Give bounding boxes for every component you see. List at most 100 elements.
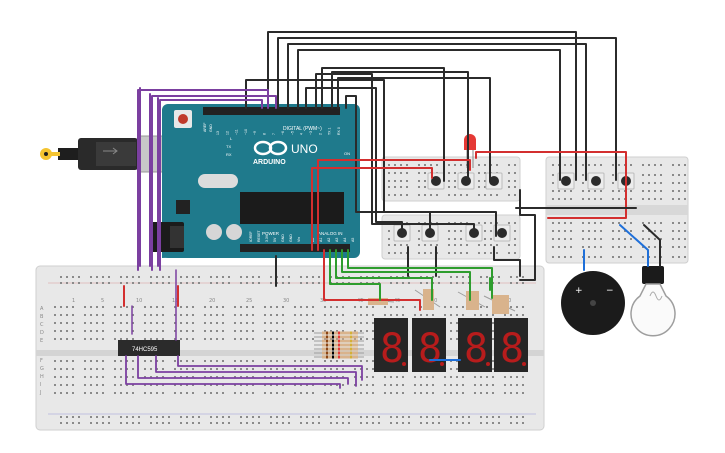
breadboard-hole[interactable] — [432, 384, 434, 386]
breadboard-hole[interactable] — [240, 330, 242, 332]
breadboard-hole[interactable] — [312, 416, 314, 418]
breadboard-hole[interactable] — [478, 252, 480, 254]
breadboard-hole[interactable] — [360, 330, 362, 332]
breadboard-hole[interactable] — [126, 422, 128, 424]
breadboard-hole[interactable] — [492, 416, 494, 418]
breadboard-hole[interactable] — [294, 384, 296, 386]
breadboard-hole[interactable] — [90, 306, 92, 308]
breadboard-hole[interactable] — [198, 276, 200, 278]
breadboard-hole[interactable] — [78, 416, 80, 418]
breadboard-hole[interactable] — [564, 230, 566, 232]
breadboard-hole[interactable] — [418, 180, 420, 182]
breadboard-hole[interactable] — [192, 384, 194, 386]
breadboard-hole[interactable] — [66, 384, 68, 386]
breadboard-hole[interactable] — [264, 376, 266, 378]
breadboard-hole[interactable] — [234, 314, 236, 316]
breadboard-hole[interactable] — [120, 338, 122, 340]
breadboard-hole[interactable] — [354, 322, 356, 324]
breadboard-hole[interactable] — [514, 180, 516, 182]
breadboard-hole[interactable] — [264, 368, 266, 370]
breadboard-hole[interactable] — [552, 256, 554, 258]
breadboard-hole[interactable] — [78, 282, 80, 284]
wire[interactable] — [287, 43, 587, 181]
breadboard-hole[interactable] — [660, 164, 662, 166]
breadboard-hole[interactable] — [240, 376, 242, 378]
breadboard-hole[interactable] — [228, 416, 230, 418]
breadboard-hole[interactable] — [240, 276, 242, 278]
breadboard-hole[interactable] — [384, 306, 386, 308]
breadboard-hole[interactable] — [612, 190, 614, 192]
wire[interactable] — [125, 355, 341, 389]
breadboard-hole[interactable] — [484, 180, 486, 182]
breadboard-hole[interactable] — [388, 186, 390, 188]
breadboard-hole[interactable] — [384, 384, 386, 386]
breadboard-hole[interactable] — [420, 416, 422, 418]
breadboard-hole[interactable] — [378, 422, 380, 424]
breadboard-hole[interactable] — [270, 276, 272, 278]
breadboard-hole[interactable] — [222, 314, 224, 316]
breadboard-hole[interactable] — [324, 322, 326, 324]
breadboard-hole[interactable] — [66, 392, 68, 394]
breadboard-hole[interactable] — [480, 282, 482, 284]
breadboard-hole[interactable] — [132, 276, 134, 278]
breadboard-hole[interactable] — [72, 330, 74, 332]
breadboard-hole[interactable] — [406, 244, 408, 246]
breadboard-hole[interactable] — [132, 306, 134, 308]
breadboard-hole[interactable] — [108, 276, 110, 278]
breadboard-hole[interactable] — [96, 322, 98, 324]
breadboard-hole[interactable] — [222, 392, 224, 394]
breadboard-hole[interactable] — [450, 322, 452, 324]
breadboard-hole[interactable] — [480, 422, 482, 424]
seven-segment-digit[interactable]: 8 — [494, 318, 528, 372]
breadboard-hole[interactable] — [102, 376, 104, 378]
breadboard-hole[interactable] — [102, 360, 104, 362]
breadboard-hole[interactable] — [484, 194, 486, 196]
breadboard-hole[interactable] — [448, 244, 450, 246]
breadboard-hole[interactable] — [276, 384, 278, 386]
breadboard-hole[interactable] — [246, 338, 248, 340]
breadboard-hole[interactable] — [96, 338, 98, 340]
breadboard-hole[interactable] — [514, 222, 516, 224]
breadboard-hole[interactable] — [552, 222, 554, 224]
breadboard-hole[interactable] — [228, 276, 230, 278]
breadboard-hole[interactable] — [654, 190, 656, 192]
breadboard-hole[interactable] — [450, 422, 452, 424]
breadboard-hole[interactable] — [600, 238, 602, 240]
breadboard-hole[interactable] — [240, 416, 242, 418]
breadboard-hole[interactable] — [390, 392, 392, 394]
breadboard-hole[interactable] — [516, 376, 518, 378]
breadboard-hole[interactable] — [210, 422, 212, 424]
breadboard-hole[interactable] — [162, 276, 164, 278]
breadboard-hole[interactable] — [570, 190, 572, 192]
breadboard-hole[interactable] — [672, 190, 674, 192]
breadboard-hole[interactable] — [486, 422, 488, 424]
breadboard-hole[interactable] — [588, 164, 590, 166]
breadboard-hole[interactable] — [514, 244, 516, 246]
breadboard-hole[interactable] — [426, 282, 428, 284]
breadboard-hole[interactable] — [424, 172, 426, 174]
breadboard-hole[interactable] — [522, 416, 524, 418]
breadboard-hole[interactable] — [430, 244, 432, 246]
breadboard-hole[interactable] — [60, 282, 62, 284]
breadboard-hole[interactable] — [162, 330, 164, 332]
breadboard-hole[interactable] — [612, 256, 614, 258]
breadboard-hole[interactable] — [444, 384, 446, 386]
breadboard-hole[interactable] — [114, 330, 116, 332]
breadboard-hole[interactable] — [552, 182, 554, 184]
breadboard-hole[interactable] — [514, 252, 516, 254]
breadboard-hole[interactable] — [400, 180, 402, 182]
breadboard-hole[interactable] — [306, 376, 308, 378]
breadboard-hole[interactable] — [246, 282, 248, 284]
breadboard-hole[interactable] — [156, 314, 158, 316]
breadboard-hole[interactable] — [90, 338, 92, 340]
breadboard-hole[interactable] — [484, 164, 486, 166]
breadboard-hole[interactable] — [354, 314, 356, 316]
breadboard-hole[interactable] — [564, 238, 566, 240]
breadboard-hole[interactable] — [210, 322, 212, 324]
breadboard-hole[interactable] — [354, 368, 356, 370]
breadboard-hole[interactable] — [318, 276, 320, 278]
breadboard-hole[interactable] — [330, 376, 332, 378]
breadboard-hole[interactable] — [252, 360, 254, 362]
breadboard-hole[interactable] — [648, 164, 650, 166]
breadboard-hole[interactable] — [588, 190, 590, 192]
